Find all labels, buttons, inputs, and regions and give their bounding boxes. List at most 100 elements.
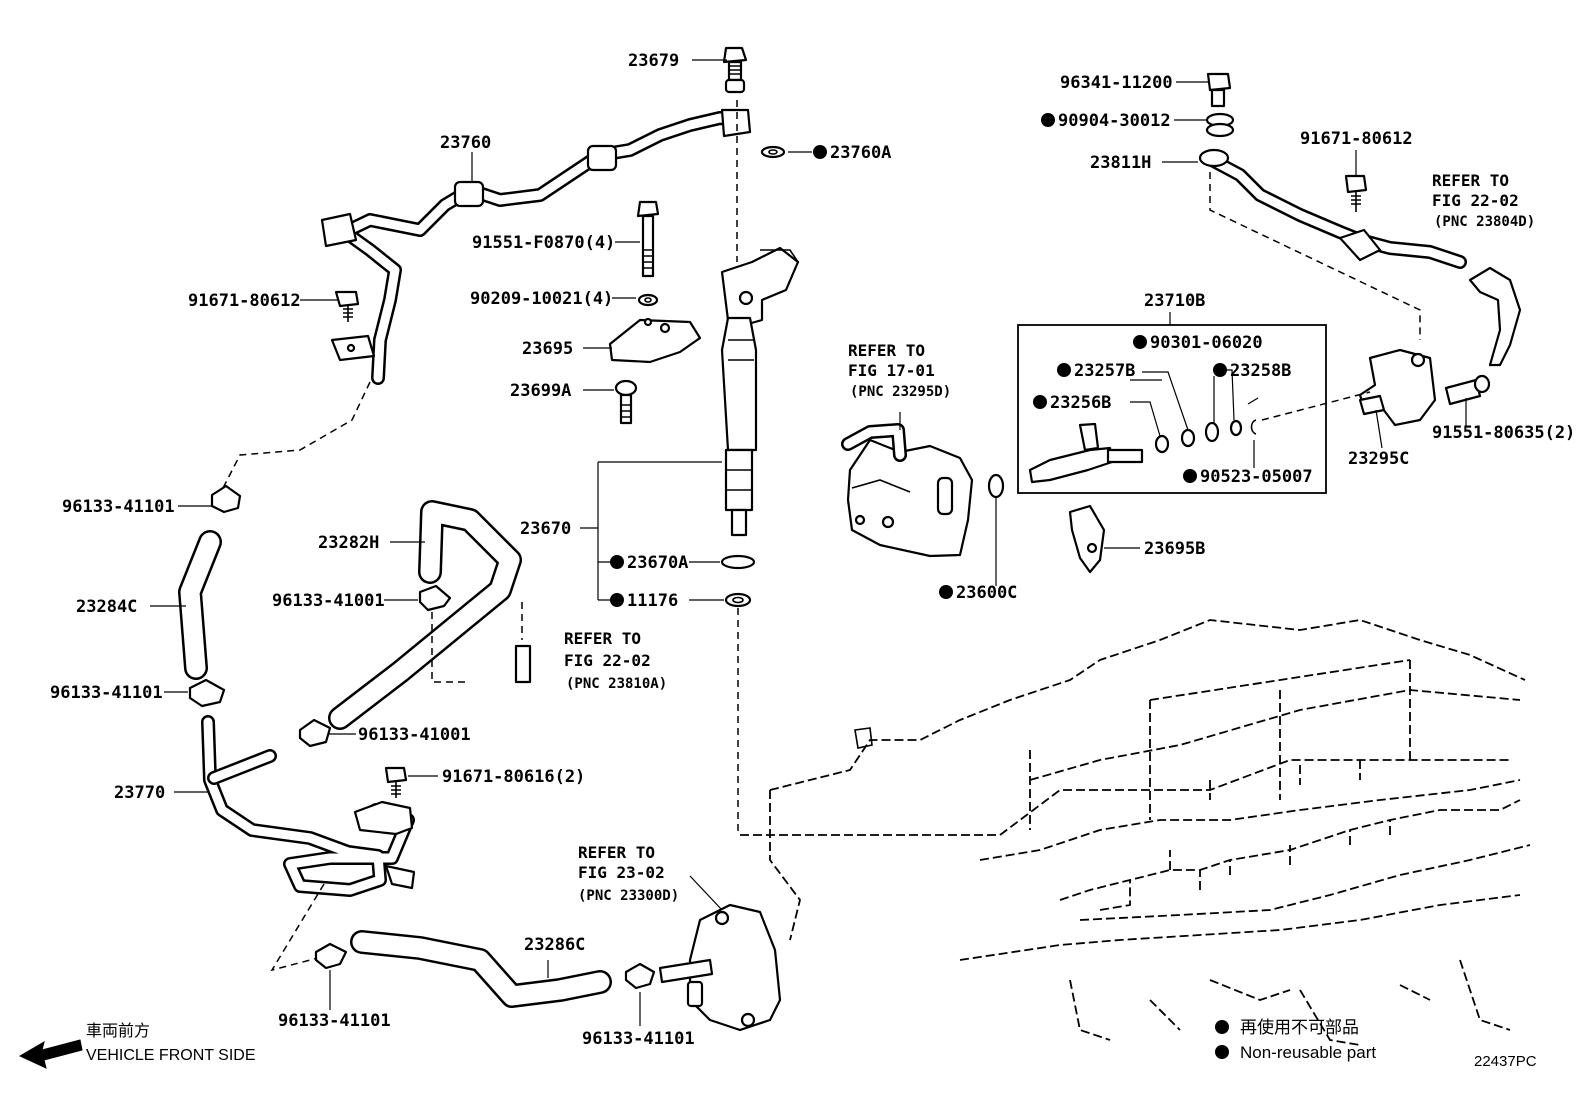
hose-23286C (350, 930, 612, 1008)
ref-17-01-line1: REFER TO (848, 341, 925, 360)
vehicle-front-indicator: 車両前方 VEHICLE FRONT SIDE (18, 1022, 256, 1069)
legend-english: Non-reusable part (1240, 1043, 1376, 1062)
dashed-link-hose (431, 602, 523, 683)
label-23760: 23760 (440, 133, 491, 153)
ref-22-02b-line1: REFER TO (564, 629, 641, 648)
reference-notes: REFER TO FIG 17-01 (PNC 23295D) REFER TO… (564, 171, 1535, 904)
arrow-left-icon (18, 1039, 83, 1069)
bolt-91551-F0870 (636, 200, 660, 278)
ref-22-02a-line1: REFER TO (1432, 171, 1509, 190)
label-23679: 23679 (628, 51, 679, 71)
ref-23-02-line2: FIG 23-02 (578, 863, 665, 882)
clip-96133-41101-b (188, 678, 226, 708)
washer-11176 (724, 592, 752, 608)
bolt-91671-80612-left (334, 290, 360, 322)
non-reusable-mark (1183, 469, 1197, 483)
dashed-link-lower (270, 883, 325, 972)
label-96133-41101-c: 96133-41101 (278, 1011, 391, 1031)
label-23295C: 23295C (1348, 449, 1409, 469)
ref-22-02a-line2: FIG 22-02 (1432, 191, 1519, 210)
bolt-91671-80616 (384, 766, 408, 798)
ref-23-02-line1: REFER TO (578, 843, 655, 862)
gasket-23760A (760, 145, 786, 159)
hose-23282H (328, 500, 522, 730)
legend-bullet-icon (1215, 1045, 1229, 1059)
dashed-link-left (221, 381, 371, 491)
label-96133-41101-b: 96133-41101 (50, 683, 163, 703)
o-ring-23670A (720, 554, 756, 570)
legend-japanese: 再使用不可部品 (1240, 1017, 1359, 1037)
label-11176: 11176 (627, 591, 678, 611)
label-23600C: 23600C (956, 583, 1017, 603)
label-96133-41001-b: 96133-41001 (358, 725, 471, 745)
non-reusable-mark (1041, 113, 1055, 127)
o-ring-23600C (987, 473, 1005, 499)
label-23286C: 23286C (524, 935, 585, 955)
label-23284C: 23284C (76, 597, 137, 617)
ref-22-02a-line3: (PNC 23804D) (1434, 214, 1535, 230)
label-23670: 23670 (520, 519, 571, 539)
non-reusable-mark (813, 145, 827, 159)
clamp-23695 (608, 317, 702, 364)
label-23699A: 23699A (510, 381, 571, 401)
non-reusable-mark (610, 555, 624, 569)
pump-23295D (841, 423, 974, 558)
label-23770: 23770 (114, 783, 165, 803)
label-23258B: 23258B (1230, 361, 1291, 381)
label-23282H: 23282H (318, 533, 379, 553)
direction-english: VEHICLE FRONT SIDE (86, 1047, 256, 1064)
gasket-90904-30012 (1205, 112, 1235, 138)
label-96341-11200: 96341-11200 (1060, 73, 1173, 93)
label-96133-41101-d: 96133-41101 (582, 1029, 695, 1049)
label-90523-05007: 90523-05007 (1200, 467, 1313, 487)
pump-23300D (658, 903, 782, 1032)
clip-96133-41101-c (314, 942, 348, 970)
label-91671-80612-right: 91671-80612 (1300, 129, 1413, 149)
non-reusable-mark (1133, 335, 1147, 349)
bolt-96341-11200 (1206, 72, 1232, 108)
clip-96133-41001-b (298, 718, 332, 748)
pipe-23804D (1468, 266, 1522, 367)
label-23670A: 23670A (627, 553, 688, 573)
ref-22-02b-line2: FIG 22-02 (564, 651, 651, 670)
label-91671-80616: 91671-80616(2) (442, 767, 585, 787)
washer-90209-10021 (637, 293, 659, 307)
non-reusable-mark (939, 585, 953, 599)
kit-box-23710B (1017, 324, 1371, 494)
label-96133-41101-a: 96133-41101 (62, 497, 175, 517)
label-23256B: 23256B (1050, 393, 1111, 413)
valve-23295C (1358, 348, 1437, 427)
non-reusable-mark (1057, 363, 1071, 377)
fuel-pipe-23770 (201, 715, 416, 897)
label-90301-06020: 90301-06020 (1150, 333, 1263, 353)
direction-japanese: 車両前方 (86, 1022, 150, 1040)
leader-lines (150, 59, 1467, 1026)
label-23710B: 23710B (1144, 291, 1205, 311)
bolt-91671-80612-right (1344, 174, 1368, 212)
bolt-91551-80635 (1444, 374, 1491, 406)
bolt-23699A (614, 379, 638, 425)
dashed-link-right (1209, 172, 1421, 340)
clip-96133-41001-a (418, 584, 452, 612)
clip-96133-41101-a (210, 484, 242, 514)
label-90209-10021: 90209-10021(4) (470, 289, 613, 309)
non-reusable-mark (610, 593, 624, 607)
union-bolt-23679 (722, 46, 748, 94)
injection-pipe-23760 (320, 108, 752, 385)
legend: 再使用不可部品 Non-reusable part (1215, 1017, 1376, 1062)
legend-bullet-icon (1215, 1020, 1229, 1034)
ref-17-01-line2: FIG 17-01 (848, 361, 935, 380)
ref-23-02-line3: (PNC 23300D) (578, 888, 679, 904)
label-91551-80635: 91551-80635(2) (1432, 423, 1575, 443)
clamp-23695B (1068, 504, 1106, 574)
injector-23670 (720, 246, 800, 537)
label-90904-30012: 90904-30012 (1058, 111, 1171, 131)
pipe-stub-23810A (514, 644, 532, 684)
engine-outline (740, 619, 1531, 1046)
label-91671-80612-left: 91671-80612 (188, 291, 301, 311)
label-23695B: 23695B (1144, 539, 1205, 559)
label-23760A: 23760A (830, 143, 891, 163)
ref-17-01-line3: (PNC 23295D) (850, 384, 951, 400)
label-23257B: 23257B (1074, 361, 1135, 381)
